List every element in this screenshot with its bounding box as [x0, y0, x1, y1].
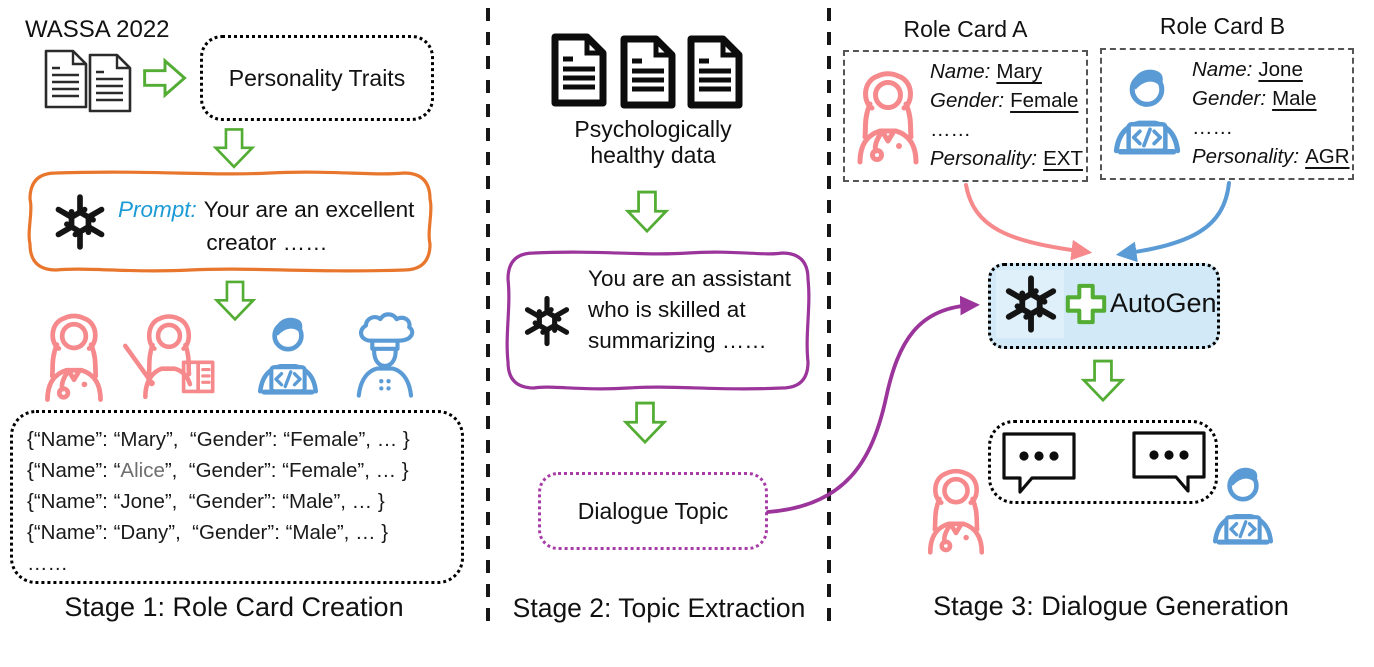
green-arrow-down-icon [624, 186, 670, 238]
personality-traits-label: Personality Traits [228, 64, 406, 91]
role-card-b [1100, 48, 1354, 180]
green-arrow-right-icon [143, 57, 187, 99]
document-icon [87, 52, 133, 114]
green-plus-icon [1064, 282, 1108, 326]
personality-traits-box: Personality Traits [200, 35, 434, 121]
openai-logo-icon [518, 292, 576, 350]
prompt-line2: creator …… [206, 230, 328, 255]
role-json-box: {“Name”: “Mary”, “Gender”: “Female”, … }… [10, 410, 464, 584]
chef-persona-icon [348, 308, 420, 404]
stage1-caption: Stage 1: Role Card Creation [64, 592, 404, 622]
stage2-caption: Stage 2: Topic Extraction [512, 593, 806, 623]
wassa-label: WASSA 2022 [25, 16, 170, 43]
autogen-label: AutoGen [1110, 288, 1217, 318]
doctor-persona-icon [921, 464, 991, 556]
stage3-caption: Stage 3: Dialogue Generation [933, 591, 1289, 621]
openai-logo-icon [48, 190, 112, 254]
green-arrow-down-icon [622, 396, 668, 450]
bold-document-icon [619, 34, 677, 110]
developer-persona-icon [1106, 62, 1188, 164]
bold-document-icon [550, 32, 608, 108]
document-icon [43, 48, 89, 110]
bold-document-icon [686, 34, 744, 110]
dialogue-topic-label: Dialogue Topic [577, 497, 729, 524]
speech-bubble-icon [1000, 431, 1078, 497]
card-b-to-autogen-arrow [1115, 181, 1231, 263]
developer-persona-icon [1206, 460, 1280, 554]
speech-bubble-icon [1130, 430, 1208, 496]
prompt-line1: Your are an excellent [203, 197, 415, 222]
prompt-prefix: Prompt: [118, 197, 197, 222]
healthy-data-label: Psychologically healthy data [574, 116, 732, 168]
doctor-persona-icon [850, 66, 926, 166]
green-arrow-down-icon [212, 126, 256, 171]
dialogue-topic-box: Dialogue Topic [538, 472, 768, 550]
developer-persona-icon [251, 310, 325, 404]
assistant-prompt-text: You are an assistant who is skilled at s… [588, 266, 792, 353]
openai-logo-icon [998, 271, 1064, 337]
stage-divider-1 [486, 8, 490, 628]
green-arrow-down-icon [1080, 356, 1126, 406]
role-card-b-title: Role Card B [1159, 13, 1286, 39]
doctor-persona-icon [38, 308, 110, 404]
prompt-box-border [27, 170, 433, 273]
teacher-persona-icon [118, 306, 220, 404]
card-a-to-autogen-arrow [964, 183, 1093, 261]
role-card-a-title: Role Card A [903, 16, 1028, 42]
stage-divider-2 [827, 8, 831, 628]
prompt-text: Prompt:Your are an excellent creator …… [118, 197, 416, 256]
